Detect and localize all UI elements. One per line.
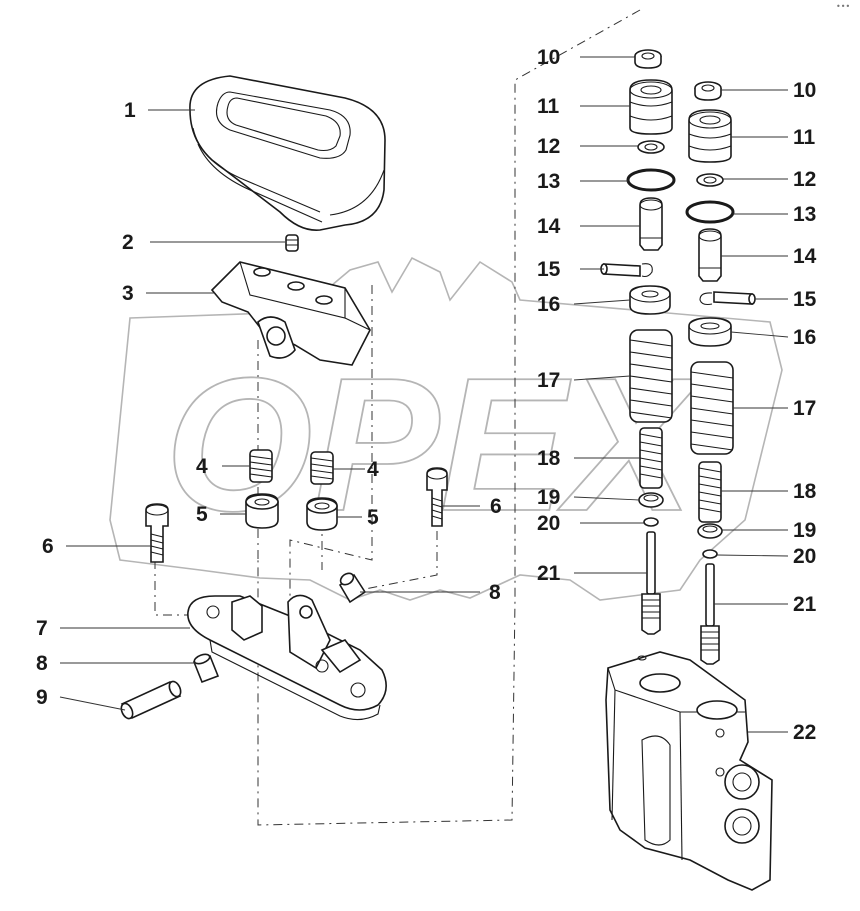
part-17-spring-left xyxy=(629,329,673,423)
callout-16-right: 16 xyxy=(793,326,816,349)
callout-labels: 1 2 3 4 4 5 5 6 6 7 8 8 9 10 10 11 11 12… xyxy=(36,46,817,744)
callout-14-left: 14 xyxy=(537,215,561,238)
callout-10-left: 10 xyxy=(537,46,560,69)
part-5-nut-left xyxy=(245,493,279,529)
part-19-retainer-right xyxy=(697,523,723,539)
part-1-boot xyxy=(189,75,386,231)
part-11-seal-housing-right xyxy=(688,109,732,163)
callout-17-right: 17 xyxy=(793,397,816,420)
callout-11-right: 11 xyxy=(793,126,816,149)
callout-16-left: 16 xyxy=(537,293,560,316)
part-21-rod-left xyxy=(641,531,661,635)
callout-17-left: 17 xyxy=(537,369,560,392)
part-3-upper-bracket xyxy=(210,261,371,366)
callout-11-left: 11 xyxy=(537,95,560,118)
part-14-plunger-left xyxy=(639,197,663,251)
corner-mark: ••• xyxy=(836,2,850,11)
callout-12-right: 12 xyxy=(793,168,816,191)
part-15-pin-left xyxy=(600,263,653,278)
callout-18-left: 18 xyxy=(537,447,561,470)
callout-5-left: 5 xyxy=(196,503,208,526)
part-18-spring-left xyxy=(639,427,663,489)
part-19-retainer-left xyxy=(638,492,664,508)
part-16-spring-seat-right xyxy=(688,317,732,347)
callout-8-upper: 8 xyxy=(489,581,501,604)
part-21-rod-right xyxy=(700,563,720,665)
part-6-bolt-right xyxy=(426,467,448,527)
part-2-set-screw xyxy=(285,234,299,252)
part-8-bushing-upper xyxy=(338,572,367,604)
watermark: OPEX xyxy=(109,256,783,601)
part-8-bushing-lower xyxy=(192,653,220,684)
callout-19-left: 19 xyxy=(537,486,560,509)
callout-12-left: 12 xyxy=(537,135,560,158)
part-15-pin-right xyxy=(699,291,756,306)
part-20-washer-left xyxy=(643,517,659,527)
callout-15-right: 15 xyxy=(793,288,817,311)
callout-2: 2 xyxy=(122,231,134,254)
leader-lines xyxy=(59,56,789,733)
callout-13-right: 13 xyxy=(793,203,816,226)
part-11-seal-housing-left xyxy=(629,79,673,135)
part-14-plunger-right xyxy=(698,228,722,282)
part-6-bolt-left xyxy=(145,503,169,563)
callout-4-left: 4 xyxy=(196,455,208,478)
part-4-spring-right xyxy=(310,451,334,485)
part-7-base-plate xyxy=(187,594,387,721)
callout-21-right: 21 xyxy=(793,593,817,616)
callout-7: 7 xyxy=(36,617,48,640)
part-17-spring-right xyxy=(690,361,734,455)
callout-3: 3 xyxy=(122,282,134,305)
part-4-spring-left xyxy=(249,449,273,483)
callout-10-right: 10 xyxy=(793,79,816,102)
callout-20-right: 20 xyxy=(793,545,816,568)
part-13-oring-right xyxy=(685,200,735,224)
part-5-nut-right xyxy=(306,497,338,531)
callout-14-right: 14 xyxy=(793,245,817,268)
callout-18-right: 18 xyxy=(793,480,817,503)
callout-1: 1 xyxy=(124,99,136,122)
callout-19-right: 19 xyxy=(793,519,816,542)
part-18-spring-right xyxy=(698,461,722,523)
part-12-washer-right xyxy=(696,173,724,187)
watermark-gear xyxy=(109,256,783,601)
part-9-pin xyxy=(120,680,182,720)
part-10-ring-left xyxy=(634,49,662,69)
callout-6-left: 6 xyxy=(42,535,54,558)
callout-15-left: 15 xyxy=(537,258,561,281)
part-22-valve-body xyxy=(605,651,773,891)
callout-5-right: 5 xyxy=(367,506,379,529)
callout-22: 22 xyxy=(793,721,816,744)
part-16-spring-seat-left xyxy=(629,285,671,315)
part-12-washer-left xyxy=(637,140,665,154)
part-10-ring-right xyxy=(694,81,722,101)
callout-6-right: 6 xyxy=(490,495,502,518)
part-20-washer-right xyxy=(702,549,718,559)
callout-13-left: 13 xyxy=(537,170,560,193)
callout-4-right: 4 xyxy=(367,458,379,481)
callout-21-left: 21 xyxy=(537,562,561,585)
callout-9: 9 xyxy=(36,686,48,709)
callout-8-lower: 8 xyxy=(36,652,48,675)
callout-20-left: 20 xyxy=(537,512,560,535)
part-13-oring-left xyxy=(626,168,676,192)
